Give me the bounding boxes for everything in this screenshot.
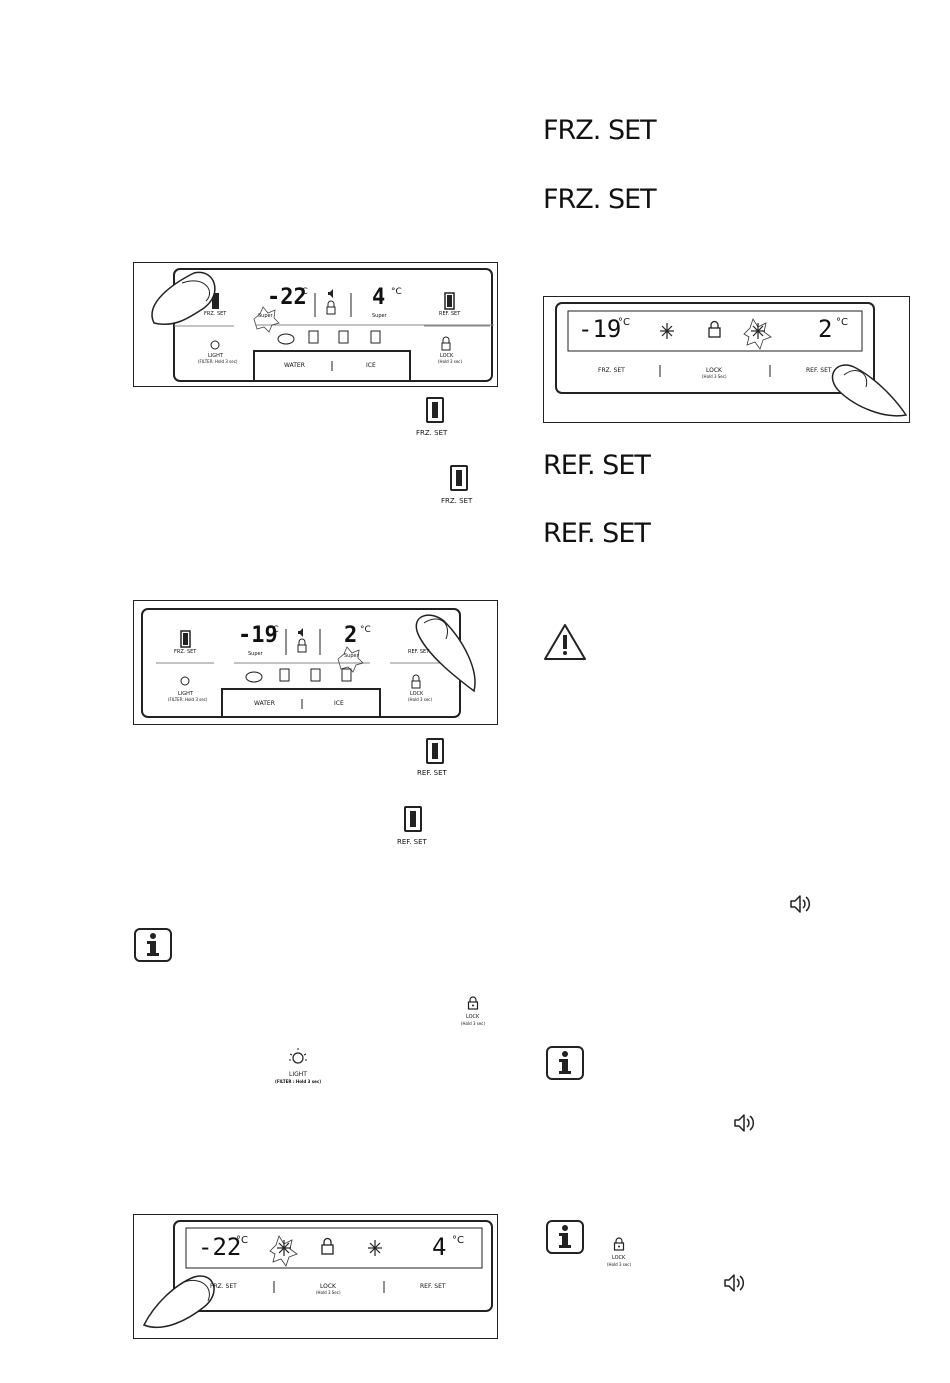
fridge-temp-display-3: 4 xyxy=(432,1233,447,1261)
panel-3-drawing xyxy=(142,1220,493,1329)
info-icon xyxy=(546,1220,584,1254)
light-button-label-2[interactable]: LIGHT xyxy=(178,691,193,697)
frz-set-icon-label-a: FRZ. SET xyxy=(416,429,448,437)
lock-icon-label: LOCK xyxy=(466,1014,480,1020)
frz-set-button-label[interactable]: FRZ. SET xyxy=(204,311,227,317)
fridge-temp-display-2: 2 xyxy=(344,623,358,648)
frz-set-heading-2: FRZ. SET xyxy=(543,184,657,215)
light-bulb-icon xyxy=(287,1046,309,1072)
speaker-icon xyxy=(723,1272,747,1298)
water-button-label-2[interactable]: WATER xyxy=(254,700,275,707)
super-cool-label-2: Super xyxy=(344,653,359,659)
ref-set-heading-2: REF. SET xyxy=(543,518,651,549)
super-freeze-label-2: Super xyxy=(248,651,263,657)
freezer-temp-display: -22 xyxy=(267,285,307,310)
frz-set-button-label-4[interactable]: FRZ. SET xyxy=(598,367,625,374)
ref-set-button-label-2[interactable]: REF. SET xyxy=(408,649,430,655)
super-cool-label: Super xyxy=(372,313,387,319)
frz-set-button-label-3[interactable]: FRZ. SET xyxy=(210,1283,237,1290)
lock-icon-sublabel-right: (Hold 3 sec) xyxy=(607,1262,632,1267)
lock-icon-sublabel: (Hold 3 sec) xyxy=(461,1021,486,1026)
ref-set-button-label-3[interactable]: REF. SET xyxy=(420,1283,446,1290)
lock-icon xyxy=(613,1236,625,1255)
info-icon xyxy=(134,928,172,962)
ice-button-label-2[interactable]: ICE xyxy=(334,700,344,707)
lock-button-label-4[interactable]: LOCK xyxy=(706,367,722,374)
warning-icon xyxy=(543,622,587,666)
freezer-temp-display-4: -19 xyxy=(578,315,622,343)
freezer-temp-unit-3: °C xyxy=(236,1235,248,1246)
frz-set-button-icon-a xyxy=(426,397,444,423)
super-freeze-label: Super xyxy=(258,313,273,319)
panel-2-drawing xyxy=(141,608,476,718)
fridge-temp-unit-3: °C xyxy=(452,1235,464,1246)
frz-set-heading-1: FRZ. SET xyxy=(543,115,657,146)
lock-icon-label-right: LOCK xyxy=(612,1255,626,1261)
light-button-sublabel: (FILTER: Hold 3 sec) xyxy=(198,359,238,364)
freezer-temp-display-2: -19 xyxy=(238,623,278,648)
lock-button-sublabel: (Hold 3 sec) xyxy=(438,359,463,364)
fridge-temp-display: 4 xyxy=(372,285,386,310)
frz-set-button-icon-b xyxy=(450,465,468,491)
light-button-sublabel-2: (FILTER: Hold 3 sec) xyxy=(168,697,208,702)
fridge-temp-unit-4: °C xyxy=(836,317,848,328)
frz-set-icon-label-b: FRZ. SET xyxy=(441,497,473,505)
lock-button-sublabel-2: (Hold 3 sec) xyxy=(408,697,433,702)
ref-set-button-label-4[interactable]: REF. SET xyxy=(806,367,832,374)
ref-set-icon-label-a: REF. SET xyxy=(417,769,447,777)
control-panel-fridge-press: -19 °C 2 °C Super Super FRZ. SET REF. SE… xyxy=(133,600,498,725)
panel-4-drawing xyxy=(555,302,908,417)
fridge-temp-unit: °C xyxy=(391,287,402,297)
speaker-icon xyxy=(733,1112,757,1138)
lock-icon xyxy=(467,995,479,1014)
light-icon-sublabel: (FILTER : Hold 3 sec) xyxy=(275,1079,322,1084)
freezer-temp-unit-4: °C xyxy=(618,317,630,328)
fridge-temp-unit-2: °C xyxy=(360,625,371,635)
freezer-temp-unit-2: °C xyxy=(268,625,279,635)
water-button-label[interactable]: WATER xyxy=(284,362,305,369)
panel-1-drawing xyxy=(151,268,494,382)
lock-button-label-3[interactable]: LOCK xyxy=(320,1283,336,1290)
info-icon xyxy=(546,1046,584,1080)
display-panel-fridge-press: -19 °C 2 °C FRZ. SET LOCK (Hold 3 Sec) R… xyxy=(543,296,910,423)
lock-button-sublabel-4: (Hold 3 Sec) xyxy=(702,374,727,379)
control-panel-freezer-press: -22 °C 4 °C Super Super FRZ. SET REF. SE… xyxy=(133,262,498,387)
freezer-temp-unit: °C xyxy=(297,287,308,297)
ref-set-icon-label-b: REF. SET xyxy=(397,838,427,846)
lock-button-label-2[interactable]: LOCK xyxy=(410,691,424,697)
display-panel-freezer-press: -22 °C 4 °C FRZ. SET LOCK (Hold 3 Sec) R… xyxy=(133,1214,498,1339)
ice-button-label[interactable]: ICE xyxy=(366,362,376,369)
ref-set-heading-1: REF. SET xyxy=(543,450,651,481)
ref-set-button-icon-a xyxy=(426,738,444,764)
lock-button-label[interactable]: LOCK xyxy=(440,353,454,359)
ref-set-button-icon-b xyxy=(404,806,422,832)
speaker-icon xyxy=(789,893,813,919)
freezer-temp-display-3: -22 xyxy=(198,1233,242,1261)
frz-set-button-label-2[interactable]: FRZ. SET xyxy=(174,649,197,655)
light-button-label[interactable]: LIGHT xyxy=(208,353,223,359)
lock-button-sublabel-3: (Hold 3 Sec) xyxy=(316,1290,341,1295)
light-icon-label: LIGHT xyxy=(289,1071,307,1078)
ref-set-button-label[interactable]: REF. SET xyxy=(439,311,461,317)
fridge-temp-display-4: 2 xyxy=(818,315,833,343)
